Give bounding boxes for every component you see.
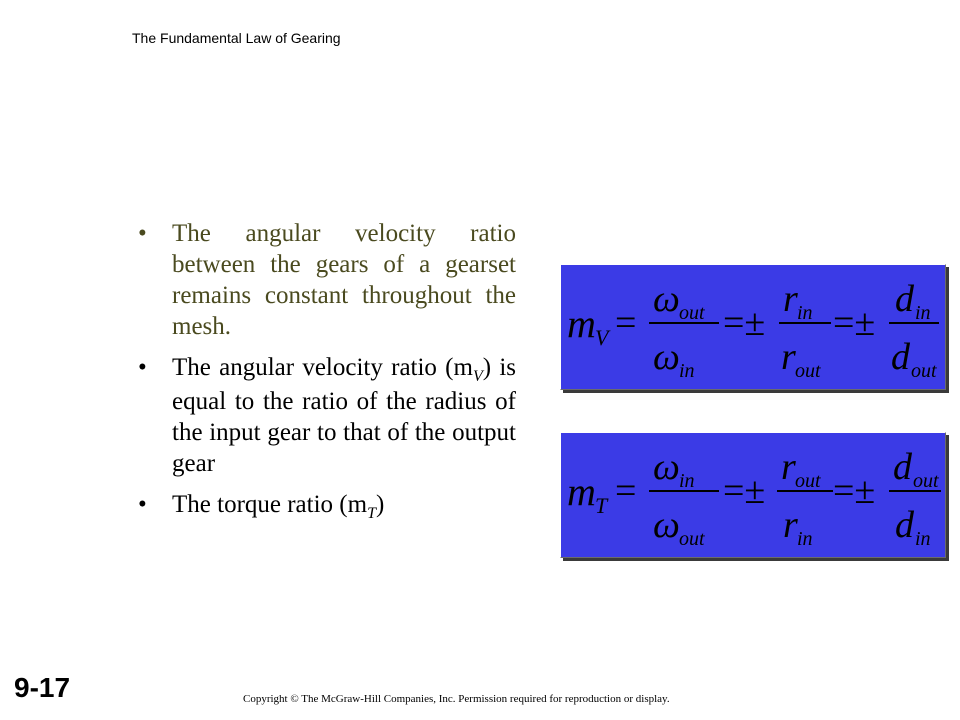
- eq-sub-in: in: [679, 360, 695, 382]
- eq-equals: =: [615, 470, 636, 512]
- eq-d-num: d: [895, 278, 915, 320]
- bullet-text: The torque ratio (mT): [172, 491, 385, 522]
- eq-r-num: r: [783, 278, 798, 320]
- torque-ratio-equation: m T = ω in ω out =± r out r in =± d out …: [560, 432, 946, 558]
- subscript: V: [472, 368, 483, 385]
- eq-lhs-sub: T: [595, 493, 609, 518]
- eq-d-num: d: [893, 446, 913, 488]
- eq-sub-out: out: [911, 360, 937, 382]
- eq-d-den: d: [895, 504, 915, 546]
- slide-number: 9-17: [14, 672, 71, 703]
- bullet-text: The angular velocity ratio between the g…: [172, 220, 516, 340]
- eq-sub-out: out: [795, 360, 821, 382]
- eq-sub-in: in: [797, 528, 813, 550]
- eq-plus-minus: =±: [833, 470, 875, 512]
- eq-sub-in: in: [797, 302, 813, 324]
- eq-sub-in: in: [915, 528, 931, 550]
- bullet-item: • The torque ratio (mT): [138, 489, 516, 523]
- eq-r-den: r: [781, 336, 796, 378]
- bullet-item: • The angular velocity ratio between the…: [138, 218, 516, 342]
- eq-d-den: d: [891, 336, 911, 378]
- eq-sub-out: out: [913, 470, 939, 492]
- bullet-dot: •: [138, 220, 147, 247]
- eq-sub-in: in: [679, 470, 695, 492]
- eq-sub-out: out: [679, 528, 705, 550]
- eq-omega-num: ω: [653, 278, 680, 320]
- velocity-ratio-equation: m V = ω out ω in =± r in r out =± d in d…: [560, 264, 946, 390]
- eq-plus-minus: =±: [833, 302, 875, 344]
- copyright-notice: Copyright © The McGraw-Hill Companies, I…: [243, 693, 670, 705]
- eq-sub-out: out: [679, 302, 705, 324]
- bullet-dot: •: [138, 491, 147, 518]
- bullet-list: • The angular velocity ratio between the…: [138, 218, 516, 533]
- bullet-dot: •: [138, 354, 147, 381]
- eq-r-num: r: [781, 446, 796, 488]
- eq-omega-den: ω: [653, 336, 680, 378]
- eq-plus-minus: =±: [723, 302, 765, 344]
- eq-sub-out: out: [795, 470, 821, 492]
- eq-omega-den: ω: [653, 504, 680, 546]
- eq-omega-num: ω: [653, 446, 680, 488]
- eq-sub-in: in: [915, 302, 931, 324]
- subscript: T: [367, 505, 376, 522]
- eq-equals: =: [615, 302, 636, 344]
- eq-lhs-sub: V: [595, 325, 611, 350]
- eq-lhs-m: m: [567, 469, 596, 514]
- eq-lhs-m: m: [567, 301, 596, 346]
- bullet-item: • The angular velocity ratio (mV) is equ…: [138, 352, 516, 479]
- bullet-text: The angular velocity ratio (mV) is equal…: [172, 354, 517, 477]
- eq-r-den: r: [783, 504, 798, 546]
- eq-plus-minus: =±: [723, 470, 765, 512]
- slide-title: The Fundamental Law of Gearing: [132, 30, 341, 46]
